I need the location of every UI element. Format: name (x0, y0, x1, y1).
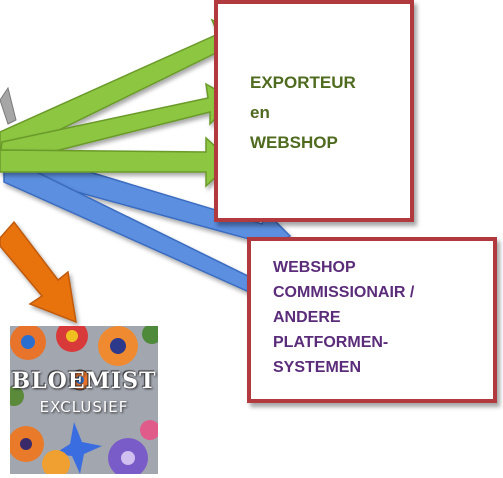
flower-blue-bottom (54, 422, 102, 474)
flower-pink-right (140, 420, 158, 440)
logo-sub-text: EXCLUSIEF (39, 398, 129, 416)
exporteur-webshop-label: EXPORTEUR en WEBSHOP (250, 68, 356, 158)
logo-brand-text: BLOEMIST (11, 368, 157, 394)
flower-orange-bottom-mid (42, 450, 70, 474)
flower-letter-o (69, 369, 91, 391)
flower-orange-bottom-left (10, 426, 44, 462)
box2-line-1: WEBSHOP (273, 259, 356, 276)
logo-flower-art (10, 326, 158, 474)
flower-orange-top-right (98, 326, 138, 366)
grey-arrow-fragment (0, 86, 17, 125)
box1-line-1: EXPORTEUR (250, 73, 356, 92)
orange-arrow (0, 220, 77, 324)
webshop-commissionair-label: WEBSHOP COMMISSIONAIR / ANDERE PLATFORME… (273, 255, 414, 380)
box2-line-2: COMMISSIONAIR / (273, 284, 415, 301)
exporteur-webshop-box: EXPORTEUR en WEBSHOP (214, 0, 414, 222)
flower-green-corner (142, 326, 158, 344)
bloemist-exclusief-logo: BLOEMIST EXCLUSIEF (10, 326, 158, 474)
blue-arrow-upper (3, 147, 292, 256)
flower-red-top (56, 326, 88, 352)
box1-line-2: en (250, 103, 270, 122)
box2-line-3: ANDERE (273, 309, 341, 326)
box1-line-3: WEBSHOP (250, 133, 338, 152)
flower-purple-bottom-right (108, 438, 148, 474)
webshop-commissionair-box: WEBSHOP COMMISSIONAIR / ANDERE PLATFORME… (247, 237, 497, 403)
box2-line-4: PLATFORMEN- (273, 334, 389, 351)
box2-line-5: SYSTEMEN (273, 359, 362, 376)
flower-orange-top-left (10, 326, 46, 360)
flower-green-left (10, 386, 24, 406)
